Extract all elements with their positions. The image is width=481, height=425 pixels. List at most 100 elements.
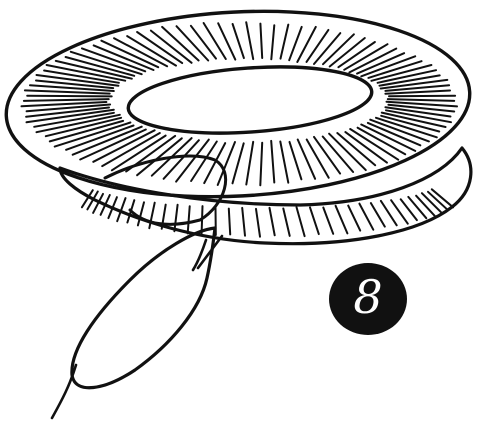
hatch-stroke [344,131,388,164]
hatch-stroke [245,21,255,61]
hatch-stroke [54,59,133,80]
hatch-stroke [190,140,218,182]
hatch-stroke [33,111,115,128]
hatch-stroke [113,37,169,68]
hatch-stroke [321,135,355,173]
hatch-stroke [25,106,110,118]
hatch-stroke [45,64,127,82]
hatch-stroke [99,194,111,216]
hatch-stroke [399,198,418,222]
hatch-stroke [295,206,306,238]
hatch-stroke [43,69,120,84]
hatch-stroke [245,140,255,186]
hatch-stroke [328,132,367,172]
hatch-stroke [360,123,417,152]
hatch-stroke [25,108,115,124]
hatch-stroke [101,132,161,168]
hatch-stroke [48,119,125,143]
hatch-stroke [203,142,227,185]
hatch-stroke [385,109,452,124]
hatch-stroke [388,94,457,98]
hatch-stroke [356,52,406,75]
hatch-stroke [29,84,115,92]
hatch-stroke [279,23,290,60]
hatch-stroke [107,196,118,220]
hatch-stroke [162,139,200,180]
hatch-stroke [20,101,108,108]
upper-ring-outer-rim [4,9,472,199]
hatch-stroke [161,25,200,62]
hatch-stroke [259,141,264,187]
hatch-stroke [227,207,232,236]
hatch-stroke [255,207,261,238]
hatch-stroke [69,50,143,76]
hatch-stroke [360,55,417,78]
lower-ring-hatching [80,188,455,238]
hatch-stroke [309,206,320,236]
hatch-stroke [231,142,245,185]
hatch-stroke [386,98,456,102]
hatch-stroke [379,78,449,90]
hatch-stroke [322,206,335,235]
hatch-stroke [148,201,156,230]
thread-loop [103,154,228,226]
hatch-stroke [348,47,398,74]
hatch-stroke [71,125,143,156]
hatch-stroke [328,37,366,68]
hatch-stroke [380,114,441,133]
hatch-stroke [189,24,217,60]
needle [70,226,217,390]
hatch-stroke [430,188,455,209]
hatch-stroke [116,197,127,223]
hatch-stroke [175,138,210,183]
hatch-stroke [23,89,111,95]
hatch-stroke [288,25,303,62]
hatch-stroke [173,203,179,233]
hatch-stroke [35,74,120,87]
hatch-stroke [44,116,123,138]
hatch-stroke [313,32,342,65]
hatch-stroke [149,29,193,64]
hatch-stroke [375,116,438,139]
hatch-stroke [92,44,155,71]
hatch-stroke [379,199,398,227]
hatch-stroke [384,89,451,95]
hatch-stroke [126,35,177,67]
hatch-stroke [79,128,147,161]
hatch-stroke [366,121,422,147]
hatch-stroke [337,41,376,69]
hatch-stroke [100,39,160,69]
hatch-stroke [270,139,276,184]
hatch-stroke [369,118,430,143]
hatch-stroke [356,126,407,156]
hatch-stroke [26,94,113,98]
hatch-stroke [81,47,147,73]
hatch-stroke [370,64,433,82]
hatch-stroke [35,79,115,90]
hatch-stroke [86,190,99,211]
hatch-stroke [136,31,184,65]
hatch-stroke [376,69,437,84]
hatch-stroke [367,60,423,79]
hatch-stroke [288,140,303,181]
hatch-stroke [80,189,94,209]
hatch-stroke [415,194,436,218]
hatch-stroke [322,33,355,66]
hatch-stroke [305,28,330,63]
hatch-stroke [384,84,451,92]
hatch-stroke [369,202,386,228]
hatch-stroke [347,204,362,232]
hatch-stroke [384,106,452,118]
hatch-stroke [427,190,449,211]
hatch-stroke [136,137,183,177]
hatch-stroke [282,207,291,237]
step-number-label: 8 [353,270,383,324]
hatch-stroke [136,201,145,227]
hatch-stroke [268,206,276,237]
hatch-stroke [64,56,136,77]
hatch-stroke [380,111,447,128]
hatch-stroke [296,25,317,63]
hatch-stroke [241,206,246,237]
hatch-stroke [378,74,441,87]
